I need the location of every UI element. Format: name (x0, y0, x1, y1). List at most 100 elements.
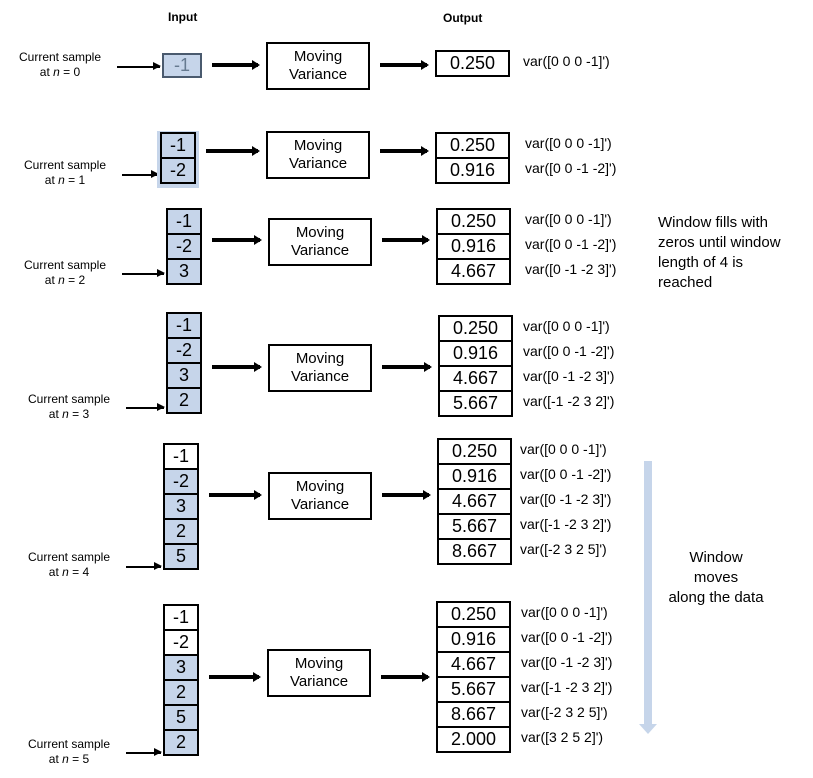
current-sample-arrow-icon (126, 749, 162, 755)
sample-index-text: at n = 4 (48, 565, 90, 579)
output-value-cell: 0.916 (436, 626, 511, 653)
note-line: along the data (668, 589, 764, 606)
input-sample-cell: -1 (160, 132, 196, 159)
variance-expression: var([-1 -2 3 2]') (523, 393, 615, 409)
variance-expression: var([0 0 0 -1]') (523, 53, 610, 69)
note-line: Window moves (689, 549, 743, 586)
note-line: length of 4 is (658, 254, 744, 271)
input-sample-cell: -1 (163, 604, 199, 631)
variance-expression: var([0 -1 -2 3]') (523, 368, 615, 384)
sample-index-text: at n = 0 (39, 65, 81, 79)
input-sample-cell: -2 (160, 157, 196, 184)
output-value-cell: 4.667 (436, 258, 511, 285)
output-value-cell: 0.250 (438, 315, 513, 342)
input-sample-cell: 3 (166, 258, 202, 285)
output-value-cell: 0.916 (438, 340, 513, 367)
variance-expression: var([0 0 -1 -2]') (525, 160, 617, 176)
block-to-output-arrow-icon (381, 672, 430, 682)
note-line: zeros until window (658, 234, 781, 251)
block-to-output-arrow-icon (382, 362, 432, 372)
input-sample-cell: -2 (163, 629, 199, 656)
input-sample-cell: -1 (162, 53, 202, 78)
variance-expression: var([0 0 0 -1]') (521, 604, 608, 620)
input-sample-cell: -2 (166, 233, 202, 260)
output-value-cell: 0.250 (436, 601, 511, 628)
window-direction-arrow-icon (639, 461, 657, 734)
input-to-block-arrow-icon (212, 362, 262, 372)
block-to-output-arrow-icon (380, 60, 429, 70)
variance-expression: var([0 0 0 -1]') (520, 441, 607, 457)
input-buffer: -1-2 (160, 132, 196, 184)
input-sample-cell: -1 (163, 443, 199, 470)
input-sample-cell: 3 (166, 362, 202, 389)
output-value-cell: 0.916 (435, 157, 510, 184)
note-window-moves: Window moves along the data (668, 548, 764, 608)
input-sample-cell: 3 (163, 654, 199, 681)
input-sample-cell: 3 (163, 493, 199, 520)
variance-expression: var([-1 -2 3 2]') (521, 679, 613, 695)
variance-expression: var([0 -1 -2 3]') (520, 491, 612, 507)
output-value-cell: 5.667 (436, 676, 511, 703)
current-sample-text: Current sample (27, 737, 111, 751)
sample-index-text: at n = 3 (48, 407, 90, 421)
note-line: reached (658, 274, 713, 291)
output-value-cell: 0.916 (436, 233, 511, 260)
output-header: Output (443, 11, 483, 25)
variance-expression: var([0 0 0 -1]') (525, 211, 612, 227)
input-sample-cell: 2 (163, 729, 199, 756)
note-line: Window fills with (658, 214, 769, 231)
output-value-cell: 4.667 (436, 651, 511, 678)
output-value-cell: 0.250 (435, 50, 510, 77)
output-value-cell: 0.916 (437, 463, 512, 490)
input-sample-cell: 2 (163, 518, 199, 545)
output-value-cell: 8.667 (436, 701, 511, 728)
current-sample-text: Current sample (18, 50, 102, 64)
input-sample-cell: 5 (163, 543, 199, 570)
current-sample-text: Current sample (23, 258, 107, 272)
output-buffer: 0.250 (435, 50, 510, 77)
input-sample-cell: -1 (166, 208, 202, 235)
input-to-block-arrow-icon (206, 146, 260, 156)
input-to-block-arrow-icon (209, 490, 262, 500)
variance-expression: var([0 0 0 -1]') (523, 318, 610, 334)
input-to-block-arrow-icon (212, 60, 260, 70)
variance-expression: var([-2 3 2 5]') (520, 541, 607, 557)
input-buffer: -1 (162, 53, 202, 78)
variance-expression: var([0 0 -1 -2]') (520, 466, 612, 482)
input-sample-cell: 5 (163, 704, 199, 731)
variance-expression: var([3 2 5 2]') (521, 729, 604, 745)
input-sample-cell: 2 (166, 387, 202, 414)
input-sample-cell: -2 (166, 337, 202, 364)
input-sample-cell: 2 (163, 679, 199, 706)
input-to-block-arrow-icon (209, 672, 261, 682)
current-sample-text: Current sample (23, 158, 107, 172)
output-value-cell: 0.250 (436, 208, 511, 235)
variance-expression: var([0 0 -1 -2]') (523, 343, 615, 359)
current-sample-arrow-icon (122, 171, 159, 177)
sample-index-text: at n = 5 (48, 752, 90, 766)
variance-expression: var([-1 -2 3 2]') (520, 516, 612, 532)
input-to-block-arrow-icon (212, 235, 262, 245)
output-value-cell: 0.250 (435, 132, 510, 159)
output-value-cell: 4.667 (437, 488, 512, 515)
output-value-cell: 5.667 (438, 390, 513, 417)
